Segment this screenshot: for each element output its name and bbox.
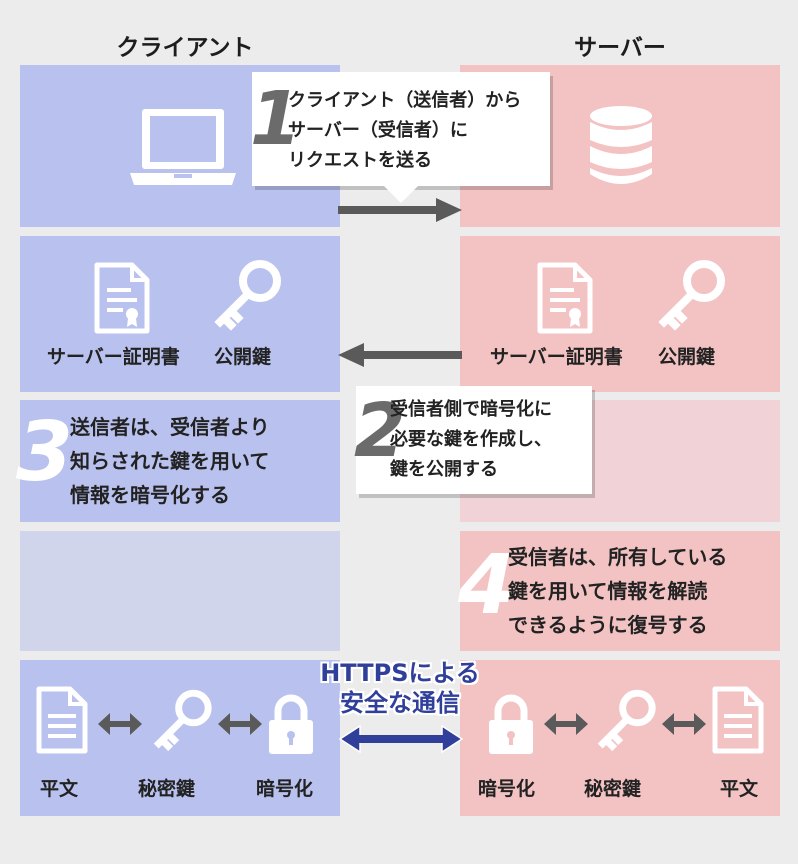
step2-callout (356, 386, 592, 494)
step2-text: 受信者側で暗号化に 必要な鍵を作成し、 鍵を公開する (390, 399, 552, 480)
double-arrow-icon (218, 713, 262, 735)
step1-callout (252, 72, 550, 186)
step3-text: 送信者は、受信者より 知らされた鍵を用いて 情報を暗号化する (70, 415, 270, 507)
secret-key-label: 秘密鍵 (584, 778, 642, 800)
lock-icon (489, 694, 533, 754)
double-arrow-icon (544, 713, 588, 735)
secret-key-icon (597, 689, 656, 752)
double-arrow-icon (98, 713, 142, 735)
secret-key-icon (153, 689, 212, 752)
step1-number: 1 (250, 76, 302, 162)
https-label: HTTPSによる 安全な通信 (320, 659, 480, 717)
public-key-label: 公開鍵 (658, 346, 716, 368)
document-icon (712, 686, 764, 754)
server-heading: サーバー (574, 35, 666, 61)
client-row4 (20, 531, 340, 651)
document-icon (36, 686, 88, 754)
public-key-label: 公開鍵 (214, 346, 272, 368)
server-row2 (460, 236, 780, 392)
public-key-icon (658, 260, 725, 331)
request-arrow (338, 198, 462, 222)
encryption-label: 暗号化 (256, 778, 314, 800)
step4-text: 受信者は、所有している 鍵を用いて情報を解読 できるように復号する (508, 545, 728, 637)
step4-number: 4 (458, 538, 516, 633)
double-arrow-icon (662, 713, 706, 735)
encryption-label: 暗号化 (478, 778, 536, 800)
callout-pointer (383, 185, 419, 203)
client-row3 (20, 400, 340, 522)
public-key-icon (214, 260, 281, 331)
https-arrow (338, 724, 464, 754)
certificate-label: サーバー証明書 (47, 346, 180, 368)
certificate-icon (94, 262, 150, 334)
step2-number: 2 (354, 388, 406, 474)
step1-text: クライアント（送信者）から サーバー（受信者）に リクエストを送る (288, 90, 522, 171)
server-row4 (460, 531, 780, 651)
plaintext-label: 平文 (720, 778, 759, 800)
plaintext-label: 平文 (40, 778, 79, 800)
certificate-icon (537, 262, 593, 334)
step3-number: 3 (16, 405, 74, 500)
secret-key-label: 秘密鍵 (138, 778, 196, 800)
lock-icon (269, 694, 313, 754)
certificate-label: サーバー証明書 (490, 346, 623, 368)
client-heading: クライアント (116, 35, 254, 61)
publish-key-arrow (338, 343, 462, 367)
laptop-icon (130, 109, 236, 185)
database-icon (590, 106, 652, 184)
client-row2 (20, 236, 340, 392)
